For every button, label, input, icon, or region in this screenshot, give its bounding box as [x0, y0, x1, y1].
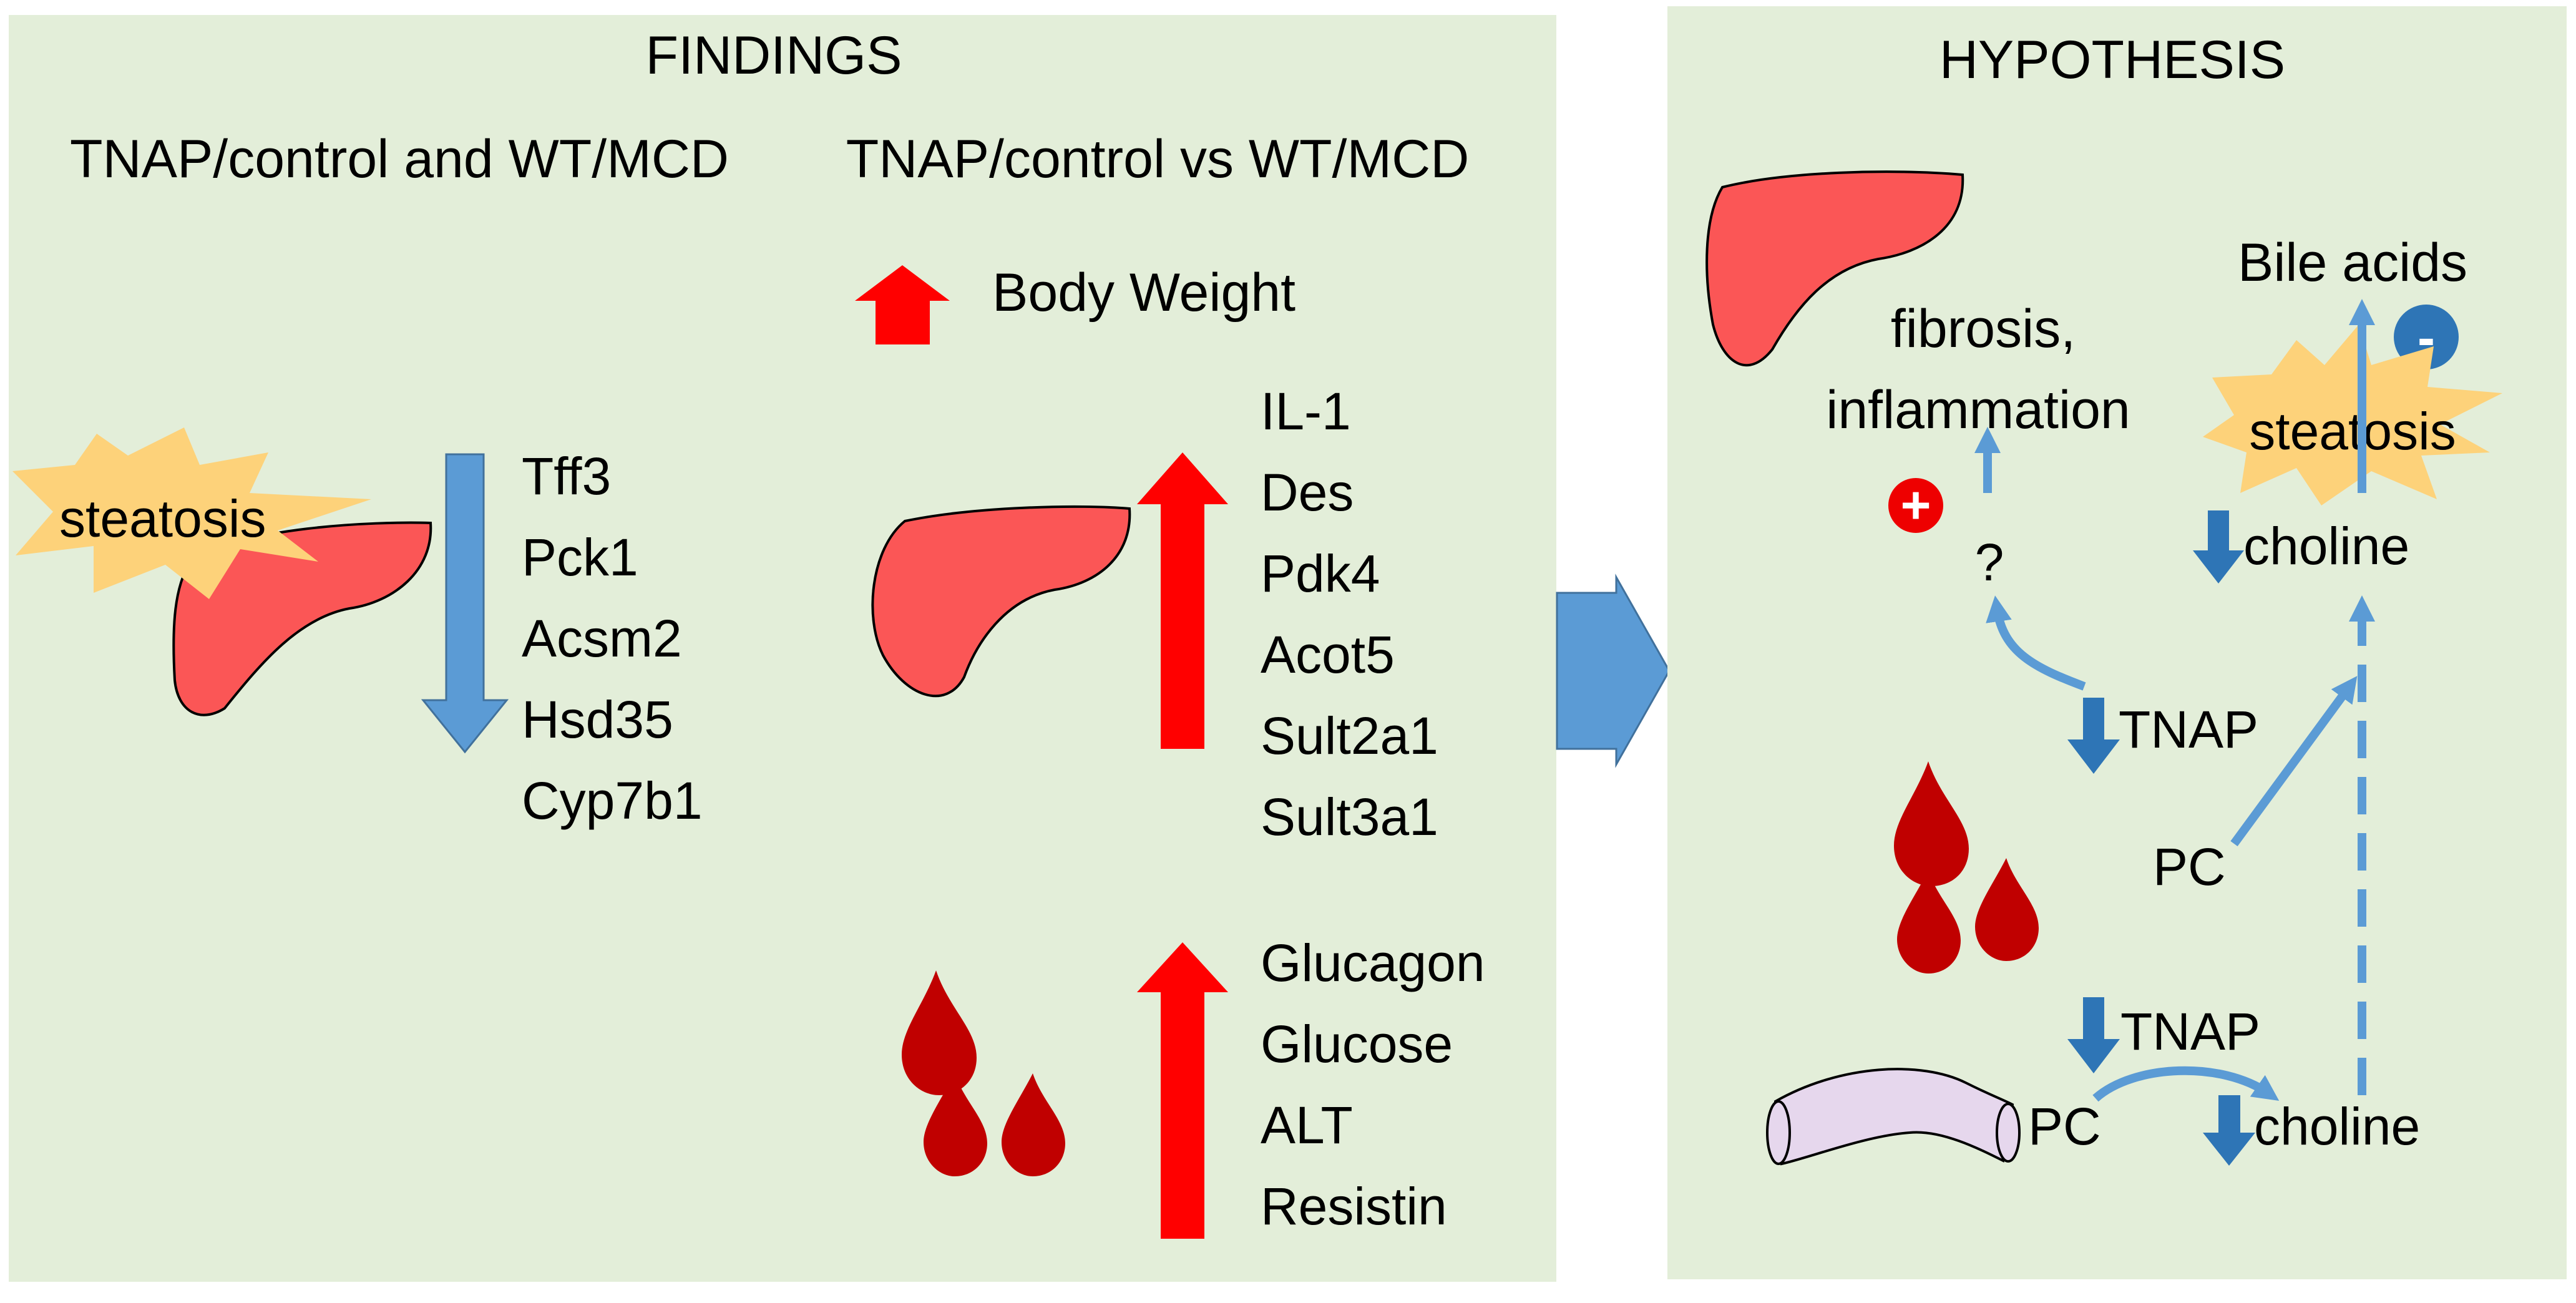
gene-label: Des: [1261, 463, 1354, 522]
blood-drops-icon: [902, 970, 1065, 1176]
liver-icon: [871, 505, 1131, 698]
marker-label: Glucagon: [1261, 934, 1485, 992]
down-genes-list: Tff3 Pck1 Acsm2 Hsd35 Cyp7b1: [522, 447, 703, 830]
marker-label: Resistin: [1261, 1177, 1447, 1236]
bile-acids-label: Bile acids: [2238, 233, 2467, 293]
findings-title: FINDINGS: [646, 26, 902, 85]
pc-to-choline-arrow: [2230, 676, 2358, 847]
marker-label: ALT: [1261, 1096, 1353, 1154]
question-mark: ?: [1975, 533, 2004, 592]
fibrosis-label-line2: inflammation: [1826, 380, 2130, 440]
intestine-icon: [1766, 1068, 2021, 1166]
tnap-to-question-arrow: [1986, 595, 2086, 691]
pc-blood-label: PC: [2153, 837, 2226, 896]
findings-steatosis-label: steatosis: [59, 489, 266, 548]
plus-sign: +: [1900, 476, 1931, 534]
gene-label: IL-1: [1261, 382, 1351, 441]
choline-gut-label: choline: [2254, 1097, 2420, 1156]
findings-col2-header: TNAP/control vs WT/MCD: [846, 129, 1470, 189]
tnap-liver-label: TNAP: [2119, 700, 2258, 759]
gene-label: Cyp7b1: [522, 771, 703, 830]
gene-label: Pck1: [522, 528, 638, 587]
choline-gut-down-arrow: [2203, 1095, 2255, 1166]
marker-label: Glucose: [1261, 1015, 1453, 1073]
blood-markers-up-arrow: [1137, 942, 1228, 1239]
hypothesis-steatosis-label: steatosis: [2249, 402, 2456, 461]
tnap-gut-down-arrow: [2067, 997, 2120, 1073]
choline-liver-label: choline: [2243, 517, 2409, 575]
tnap-gut-label: TNAP: [2120, 1002, 2260, 1061]
gene-label: Acsm2: [522, 609, 682, 668]
gene-label: Tff3: [522, 447, 611, 505]
hypothesis-title: HYPOTHESIS: [1939, 30, 2285, 90]
liver-genes-up-arrow: [1137, 452, 1228, 749]
choline-down-arrow: [2193, 510, 2244, 583]
gene-label: Sult3a1: [1261, 788, 1438, 846]
gene-label: Acot5: [1261, 625, 1395, 684]
liver-icon: [172, 521, 432, 716]
plus-badge-icon: [1888, 478, 1943, 533]
steatosis-burst-icon: [2203, 325, 2502, 505]
gene-label: Hsd35: [522, 690, 673, 749]
gene-label: Pdk4: [1261, 544, 1380, 603]
pc-to-choline-gut-arrow: [2092, 1066, 2280, 1102]
genes-down-arrow: [421, 453, 509, 754]
tnap-liver-down-arrow: [2067, 698, 2120, 774]
gene-label: Sult2a1: [1261, 706, 1438, 765]
body-weight-label: Body Weight: [992, 263, 1295, 323]
pc-gut-label: PC: [2028, 1097, 2101, 1156]
minus-badge-icon: [2394, 305, 2459, 369]
liver-icon: [1705, 170, 1964, 367]
liver-up-genes-list: IL-1 Des Pdk4 Acot5 Sult2a1 Sult3a1: [1261, 382, 1438, 846]
blood-up-markers-list: Glucagon Glucose ALT Resistin: [1261, 934, 1485, 1236]
blood-drops-icon: [1894, 761, 2039, 974]
steatosis-burst-icon: [12, 427, 371, 599]
findings-col1-header: TNAP/control and WT/MCD: [70, 129, 729, 189]
body-weight-up-arrow: [855, 265, 950, 344]
transition-arrow: [1556, 573, 1671, 768]
fibrosis-label-line1: fibrosis,: [1891, 299, 2076, 359]
